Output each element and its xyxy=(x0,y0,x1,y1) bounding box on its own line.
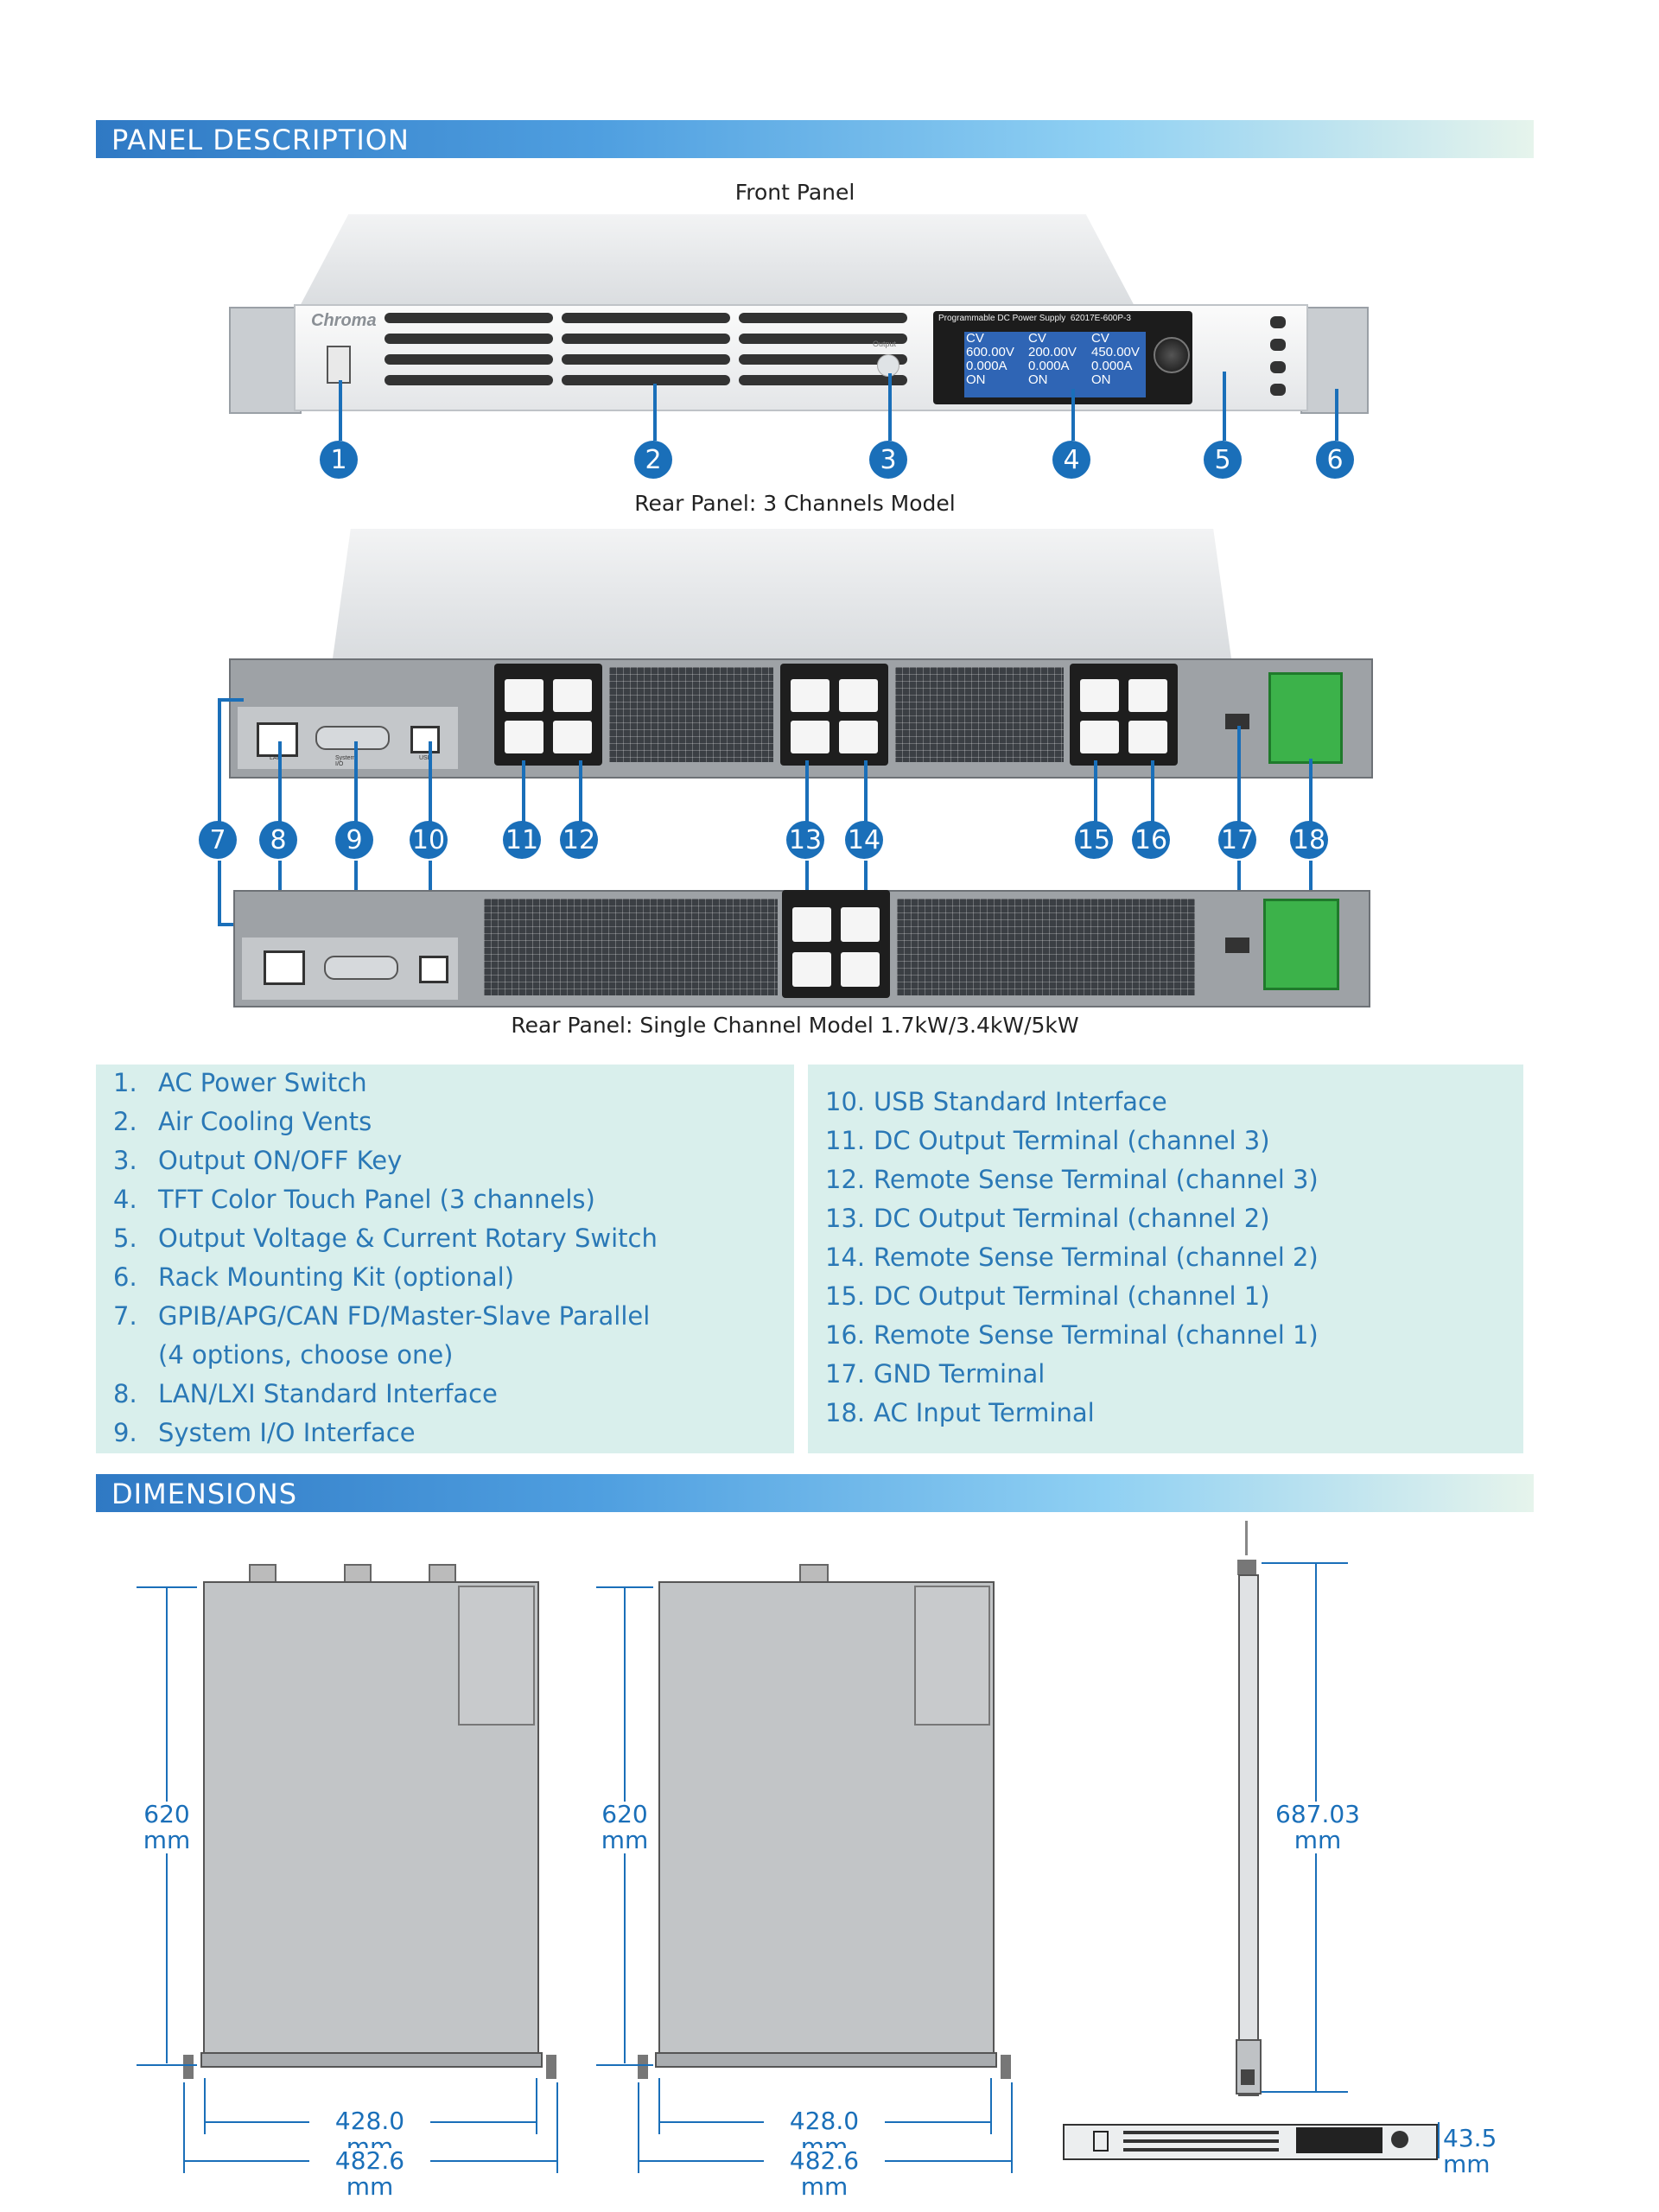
tft-display[interactable]: Programmable DC Power Supply 62017E-600P… xyxy=(933,311,1192,404)
list-item: 16.Remote Sense Terminal (channel 1) xyxy=(825,1320,1319,1350)
list-item: 3.Output ON/OFF Key xyxy=(113,1146,403,1175)
callout-10: 10 xyxy=(410,821,448,859)
width-outer-label: 482.6 mm xyxy=(309,2148,430,2200)
callout-16: 16 xyxy=(1132,821,1170,859)
usb-port-1ch[interactable] xyxy=(419,956,448,983)
gnd-terminal[interactable] xyxy=(1225,714,1249,729)
list-item: 13.DC Output Terminal (channel 2) xyxy=(825,1204,1270,1233)
output-key-label: Output xyxy=(873,340,897,348)
list-item: 7.GPIB/APG/CAN FD/Master-Slave Parallel xyxy=(113,1301,651,1331)
list-item: 11.DC Output Terminal (channel 3) xyxy=(825,1126,1270,1155)
list-item: (4 options, choose one) xyxy=(158,1340,454,1370)
system-io-port-1ch[interactable] xyxy=(324,956,398,980)
list-item: 5.Output Voltage & Current Rotary Switch xyxy=(113,1224,658,1253)
callout-14: 14 xyxy=(845,821,883,859)
system-io-port[interactable] xyxy=(315,726,390,750)
callout-12: 12 xyxy=(560,821,598,859)
callout-17: 17 xyxy=(1218,821,1256,859)
callout-3: 3 xyxy=(869,441,907,479)
lan-label: LAN xyxy=(270,755,282,761)
callout-15: 15 xyxy=(1075,821,1113,859)
list-item: 6.Rack Mounting Kit (optional) xyxy=(113,1262,515,1292)
display-header: Programmable DC Power Supply 62017E-600P… xyxy=(938,314,1131,323)
list-item: 18.AC Input Terminal xyxy=(825,1398,1095,1427)
front-panel-caption: Front Panel xyxy=(734,180,855,205)
list-item: 15.DC Output Terminal (channel 1) xyxy=(825,1281,1270,1311)
legend-right: 10.USB Standard Interface 11.DC Output T… xyxy=(808,1065,1523,1453)
list-item: 1.AC Power Switch xyxy=(113,1068,367,1097)
panel-description-header: PANEL DESCRIPTION xyxy=(96,120,1534,158)
list-item: 14.Remote Sense Terminal (channel 2) xyxy=(825,1243,1319,1272)
list-item: 12.Remote Sense Terminal (channel 3) xyxy=(825,1165,1319,1194)
section-title: DIMENSIONS xyxy=(111,1478,298,1510)
list-item: 4.TFT Color Touch Panel (3 channels) xyxy=(113,1185,595,1214)
callout-11: 11 xyxy=(503,821,541,859)
width-outer2-label: 482.6 mm xyxy=(764,2148,885,2200)
lan-port[interactable] xyxy=(257,722,298,757)
callout-2: 2 xyxy=(634,441,672,479)
side-dimension-label: 687.03 mm xyxy=(1270,1802,1365,1853)
callout-13: 13 xyxy=(786,821,824,859)
lan-port-1ch[interactable] xyxy=(264,950,305,985)
callout-5: 5 xyxy=(1204,441,1242,479)
usb-label: USB xyxy=(419,755,432,761)
list-item: 8.LAN/LXI Standard Interface xyxy=(113,1379,498,1408)
legend-left: 1.AC Power Switch 2.Air Cooling Vents 3.… xyxy=(96,1065,794,1453)
gnd-terminal-1ch[interactable] xyxy=(1225,938,1249,953)
section-title: PANEL DESCRIPTION xyxy=(111,124,410,156)
callout-7: 7 xyxy=(199,821,237,859)
list-item: 9.System I/O Interface xyxy=(113,1418,416,1447)
list-item: 17.GND Terminal xyxy=(825,1359,1046,1389)
callout-4: 4 xyxy=(1052,441,1090,479)
usb-port[interactable] xyxy=(410,726,440,753)
callout-1: 1 xyxy=(320,441,358,479)
sysio-label: System I/O xyxy=(335,755,356,767)
callout-8: 8 xyxy=(259,821,297,859)
callout-6: 6 xyxy=(1316,441,1354,479)
dimensions-header: DIMENSIONS xyxy=(96,1474,1534,1512)
brand-logo: Chroma xyxy=(311,311,377,330)
callout-18: 18 xyxy=(1290,821,1328,859)
power-switch[interactable] xyxy=(327,346,351,384)
height-dimension-label: 43.5 mm xyxy=(1443,2126,1547,2177)
list-item: 2.Air Cooling Vents xyxy=(113,1107,372,1136)
callout-9: 9 xyxy=(335,821,373,859)
depth-dimension-label: 620 mm xyxy=(138,1802,195,1853)
rear1-caption: Rear Panel: Single Channel Model 1.7kW/3… xyxy=(511,1013,1079,1038)
rotary-knob[interactable] xyxy=(1154,337,1190,373)
rear3-caption: Rear Panel: 3 Channels Model xyxy=(634,491,956,516)
depth2-dimension-label: 620 mm xyxy=(596,1802,653,1853)
list-item: 10.USB Standard Interface xyxy=(825,1087,1167,1116)
